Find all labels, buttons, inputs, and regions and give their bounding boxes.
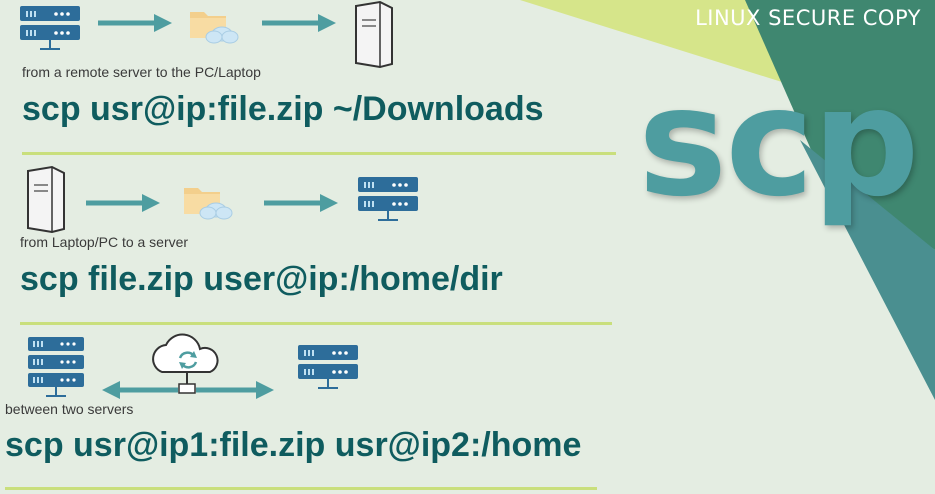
double-arrow-icon bbox=[102, 381, 274, 399]
arrow-right-icon bbox=[98, 14, 172, 32]
server-rack-icon bbox=[298, 345, 358, 389]
section-caption: between two servers bbox=[5, 401, 134, 417]
banner-title: LINUX SECURE COPY bbox=[695, 6, 921, 30]
section-caption: from a remote server to the PC/Laptop bbox=[22, 64, 261, 80]
folder-cloud-icon bbox=[184, 188, 233, 220]
server-rack-icon bbox=[28, 337, 84, 397]
pc-tower-icon bbox=[27, 165, 65, 233]
scp-command: scp usr@ip1:file.zip usr@ip2:/home bbox=[5, 426, 582, 464]
teal-band bbox=[800, 140, 935, 400]
server-rack-icon bbox=[20, 6, 80, 50]
scp-command: scp usr@ip:file.zip ~/Downloads bbox=[22, 90, 544, 128]
folder-cloud-icon bbox=[190, 12, 239, 44]
cloud-sync-icon bbox=[152, 333, 219, 394]
arrow-right-icon bbox=[264, 194, 338, 212]
pc-tower-icon bbox=[355, 0, 393, 68]
section-divider bbox=[20, 322, 612, 325]
server-rack-icon bbox=[358, 177, 418, 221]
scp-logo-text: scp bbox=[638, 56, 920, 230]
dark-teal-band bbox=[745, 0, 935, 250]
section-divider bbox=[22, 152, 616, 155]
section-caption: from Laptop/PC to a server bbox=[20, 234, 189, 250]
arrow-right-icon bbox=[86, 194, 160, 212]
scp-command: scp file.zip user@ip:/home/dir bbox=[20, 260, 503, 298]
section-divider bbox=[5, 487, 597, 490]
arrow-right-icon bbox=[262, 14, 336, 32]
